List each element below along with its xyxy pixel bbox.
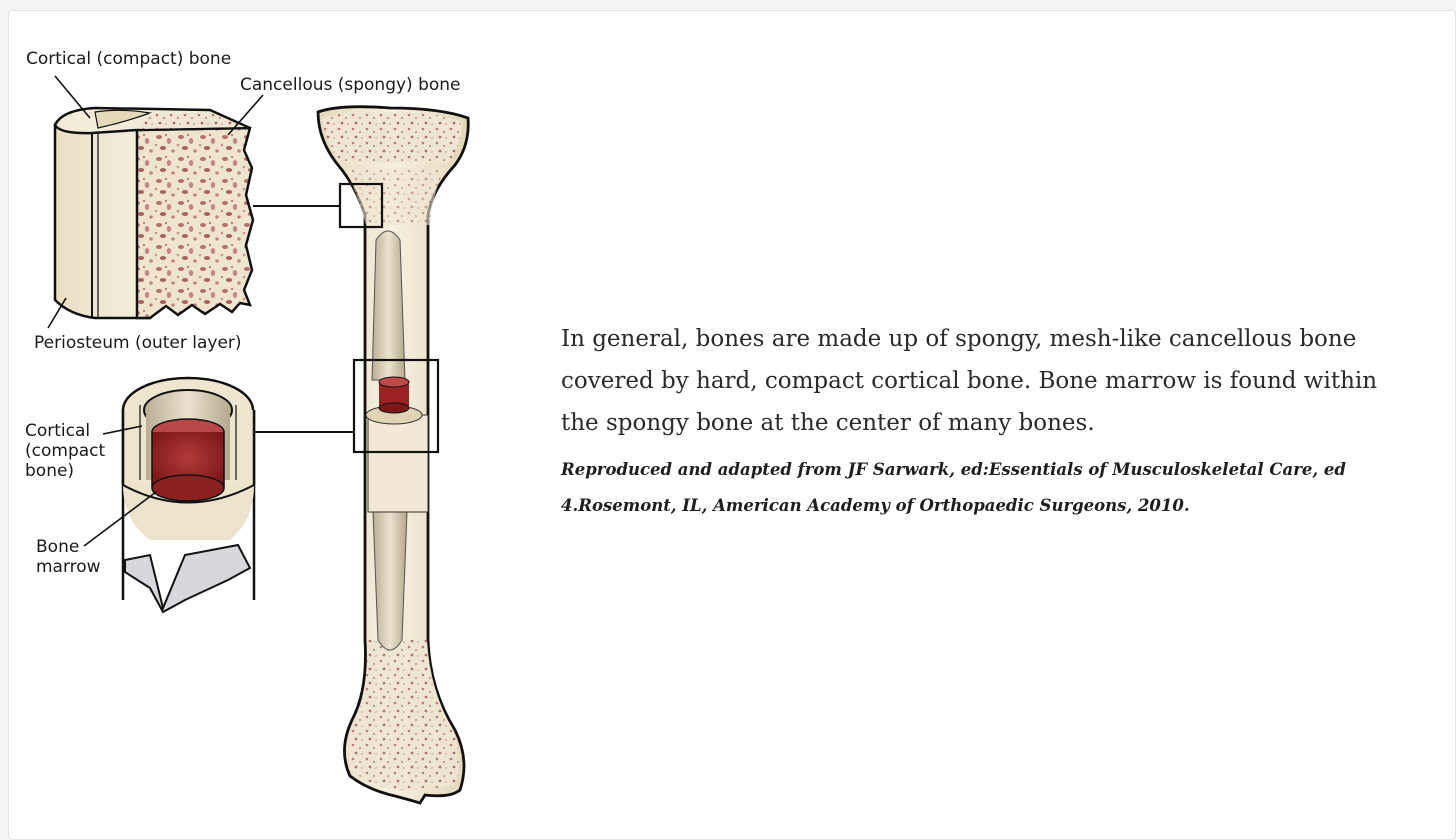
bone-block-inset [55,108,253,318]
caption-text: In general, bones are made up of spongy,… [561,318,1421,444]
label-periosteum: Periosteum (outer layer) [34,333,242,353]
label-cortical-line2: (compact [25,441,105,461]
label-cortical-line3: bone) [25,461,74,481]
long-bone [318,107,468,803]
bone-cylinder-inset [123,378,254,612]
figure-caption: In general, bones are made up of spongy,… [561,318,1421,524]
caption-credit: Reproduced and adapted from JF Sarwark, … [561,452,1421,524]
bone-anatomy-illustration: Cortical (compact) bone Cancellous (spon… [0,0,520,829]
label-bone-marrow-line1: Bone [36,537,79,557]
label-bone-marrow-line2: marrow [36,557,101,577]
label-cortical-compact-bone: Cortical (compact) bone [26,49,231,69]
label-cortical-line1: Cortical [25,421,90,441]
label-cancellous-spongy-bone: Cancellous (spongy) bone [240,75,461,95]
